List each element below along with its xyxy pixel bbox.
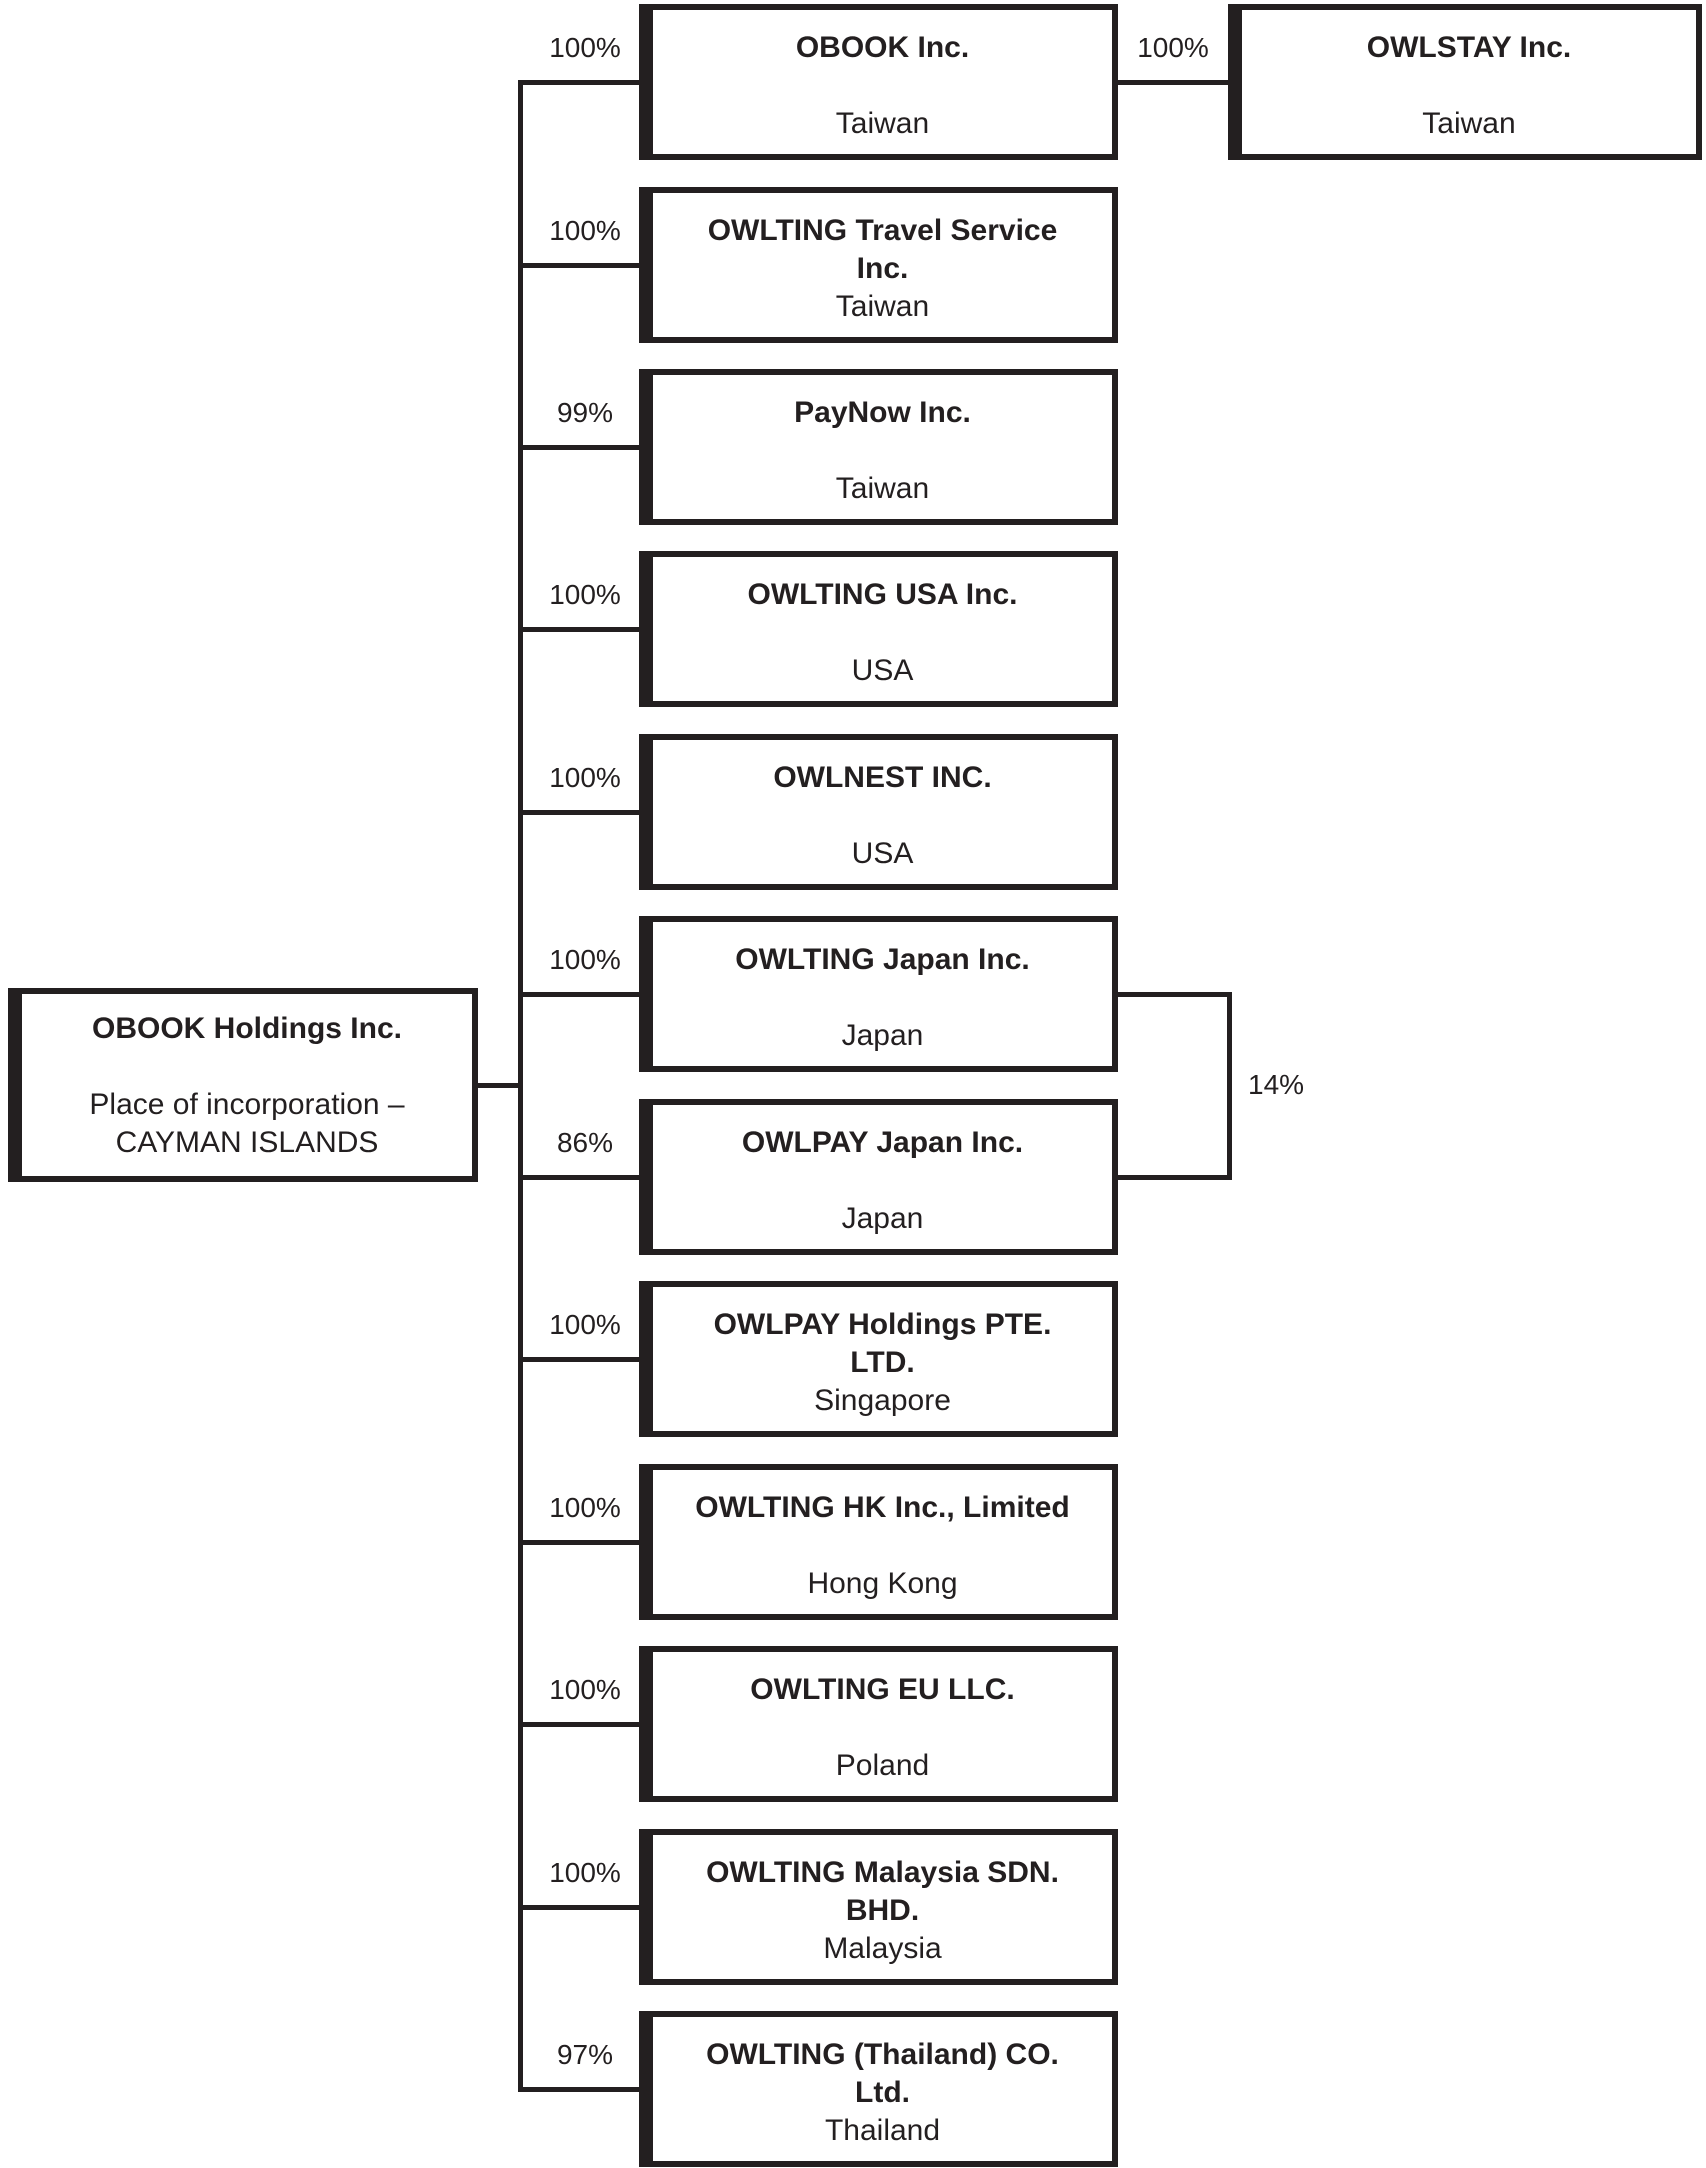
company-name-line: OWLPAY Japan Inc.	[741, 1126, 1024, 1159]
branch-line	[518, 627, 639, 632]
ownership-label: 100%	[549, 215, 621, 246]
spacer-line	[22, 1048, 472, 1086]
ownership-label: 100%	[549, 1857, 621, 1888]
trunk-line	[518, 80, 523, 2092]
company-country: Hong Kong	[807, 1567, 958, 1600]
ownership-label: 100%	[549, 32, 621, 63]
cross-holding-bracket-bottom-line	[1118, 1175, 1232, 1180]
company-box: OWLTING (Thailand) CO. Ltd. Thailand	[639, 2011, 1118, 2167]
company-box: OWLNEST INC. USA	[639, 734, 1118, 890]
parent-company-name: OBOOK Holdings Inc.	[91, 1012, 402, 1045]
company-country: Singapore	[814, 1384, 951, 1417]
company-box: OBOOK Inc. Taiwan	[639, 4, 1118, 160]
cross-holding-bracket-top-line	[1118, 992, 1232, 997]
company-name-line: OWLTING HK Inc., Limited	[695, 1491, 1070, 1524]
company-country: Japan	[841, 1202, 924, 1235]
ownership-label: 100%	[549, 1674, 621, 1705]
company-name-line: Ltd.	[855, 2076, 910, 2109]
company-name-line: PayNow Inc.	[794, 396, 971, 429]
company-box: OWLTING Travel Service Inc. Taiwan	[639, 187, 1118, 343]
ownership-label: 99%	[556, 397, 614, 428]
cross-ownership-label: 14%	[1248, 1069, 1305, 1100]
company-box: OWLTING Japan Inc. Japan	[639, 916, 1118, 1072]
branch-line	[518, 1722, 639, 1727]
company-box: OWLPAY Japan Inc. Japan	[639, 1099, 1118, 1255]
company-country: Thailand	[824, 2114, 941, 2147]
company-box: PayNow Inc. Taiwan	[639, 369, 1118, 525]
company-name-line: OWLTING (Thailand) CO.	[706, 2038, 1059, 2071]
company-box: OWLTING EU LLC. Poland	[639, 1646, 1118, 1802]
branch-line	[518, 2087, 639, 2092]
second-level-company-box: OWLSTAY Inc. Taiwan	[1228, 4, 1702, 160]
company-country: Taiwan	[835, 472, 930, 505]
branch-line	[518, 263, 639, 268]
company-country: Taiwan	[1422, 107, 1516, 140]
company-name-line: OBOOK Inc.	[795, 31, 970, 64]
branch-line	[518, 445, 639, 450]
company-country: USA	[851, 837, 914, 870]
company-name-line: OWLTING Malaysia SDN.	[706, 1856, 1059, 1889]
ownership-label: 100%	[549, 944, 621, 975]
company-name-line: OWLPAY Holdings PTE.	[713, 1308, 1052, 1341]
company-box: OWLTING HK Inc., Limited Hong Kong	[639, 1464, 1118, 1620]
parent-subtitle-line: CAYMAN ISLANDS	[115, 1126, 379, 1159]
company-name-line	[653, 1162, 1112, 1200]
ownership-label: 97%	[556, 2039, 614, 2070]
company-box: OWLTING Malaysia SDN. BHD. Malaysia	[639, 1829, 1118, 1985]
company-box: OWLPAY Holdings PTE. LTD. Singapore	[639, 1281, 1118, 1437]
ownership-label: 100%	[549, 762, 621, 793]
company-country: Taiwan	[835, 107, 930, 140]
company-box: OWLTING USA Inc. USA	[639, 551, 1118, 707]
company-name-line	[653, 979, 1112, 1017]
ownership-label: 86%	[556, 1127, 614, 1158]
ownership-label: 100%	[1137, 32, 1209, 63]
branch-line	[518, 1357, 639, 1362]
company-name-line: OWLSTAY Inc.	[1366, 31, 1572, 64]
company-name-line	[653, 432, 1112, 470]
company-name-line: OWLTING Travel Service	[707, 214, 1058, 247]
company-country: USA	[851, 654, 914, 687]
company-country: Japan	[841, 1019, 924, 1052]
branch-line	[518, 1905, 639, 1910]
company-name-line: LTD.	[850, 1346, 915, 1379]
cross-holding-bracket-vertical-line	[1227, 992, 1232, 1180]
company-name-line	[653, 614, 1112, 652]
branch-line	[518, 1540, 639, 1545]
parent-subtitle-line: Place of incorporation –	[89, 1088, 405, 1121]
ownership-label: 100%	[549, 1309, 621, 1340]
company-name-line: OWLTING USA Inc.	[747, 578, 1018, 611]
parent-connector-line	[478, 1083, 518, 1088]
branch-line	[518, 80, 639, 85]
company-country: Poland	[835, 1749, 930, 1782]
branch-line	[518, 810, 639, 815]
ownership-label: 100%	[549, 579, 621, 610]
parent-company-box: OBOOK Holdings Inc. Place of incorporati…	[8, 988, 478, 1182]
company-name-line	[653, 1709, 1112, 1747]
second-level-connector-line	[1118, 80, 1228, 85]
company-name-line	[1242, 67, 1696, 105]
company-country: Malaysia	[823, 1932, 942, 1965]
company-country: Taiwan	[835, 290, 930, 323]
branch-line	[518, 1175, 639, 1180]
company-name-line: Inc.	[856, 252, 909, 285]
company-name-line: BHD.	[845, 1894, 920, 1927]
company-name-line	[653, 67, 1112, 105]
company-name-line: OWLNEST INC.	[773, 761, 992, 794]
company-name-line: OWLTING Japan Inc.	[735, 943, 1030, 976]
company-name-line: OWLTING EU LLC.	[750, 1673, 1015, 1706]
ownership-label: 100%	[549, 1492, 621, 1523]
branch-line	[518, 992, 639, 997]
company-name-line	[653, 1527, 1112, 1565]
company-name-line	[653, 797, 1112, 835]
